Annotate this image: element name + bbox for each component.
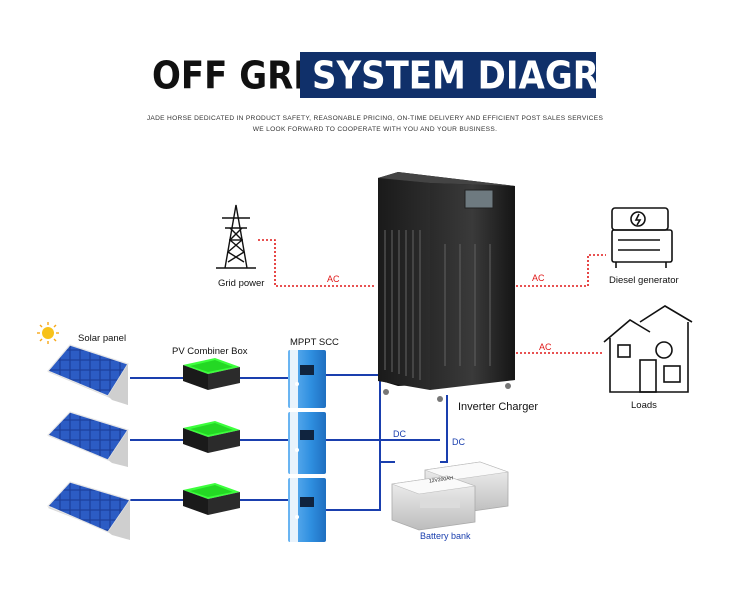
mppt-scc-1 [288, 350, 326, 408]
label-inverter-charger: Inverter Charger [458, 401, 539, 413]
solar-panel-2 [46, 411, 129, 467]
transmission-tower-icon [216, 204, 256, 269]
title-highlight-bar: SYSTEM DIAGRAM [300, 52, 659, 99]
ac-wires [258, 239, 606, 354]
battery-bank [391, 461, 509, 531]
label-battery-bank: Battery bank [420, 531, 471, 541]
pv-combiner-box-1 [183, 358, 240, 390]
inverter-charger-cabinet [378, 172, 515, 402]
label-pv-combiner-box: PV Combiner Box [172, 346, 248, 357]
label-solar-panel: Solar panel [78, 333, 127, 344]
sun-icon [37, 322, 59, 344]
solar-panel-1 [47, 344, 129, 405]
mppt-scc-2 [288, 412, 326, 474]
label-dc-battery: DC [452, 437, 465, 447]
subtitle-line-2: WE LOOK FORWARD TO COOPERATE WITH YOU AN… [252, 126, 498, 133]
solar-panel-3 [46, 481, 131, 540]
label-ac-grid: AC [327, 274, 340, 284]
title-system-diagram: SYSTEM DIAGRAM [312, 54, 660, 99]
subtitle-line-1: JADE HORSE DEDICATED IN PRODUCT SAFETY, … [146, 115, 604, 122]
label-mppt-scc: MPPT SCC [290, 337, 339, 348]
page-title: OFF GRID SYSTEM DIAGRAM [0, 52, 750, 99]
label-ac-generator: AC [532, 273, 545, 283]
label-dc-mppt: DC [393, 429, 406, 439]
label-loads: Loads [631, 400, 657, 411]
pv-combiner-box-3 [183, 483, 240, 515]
label-diesel-generator: Diesel generator [609, 275, 679, 286]
pv-combiner-box-2 [183, 421, 240, 453]
house-icon [603, 305, 693, 393]
label-ac-loads: AC [539, 342, 552, 352]
generator-icon [611, 207, 673, 268]
label-grid-power: Grid power [218, 278, 265, 289]
mppt-scc-3 [288, 478, 326, 542]
